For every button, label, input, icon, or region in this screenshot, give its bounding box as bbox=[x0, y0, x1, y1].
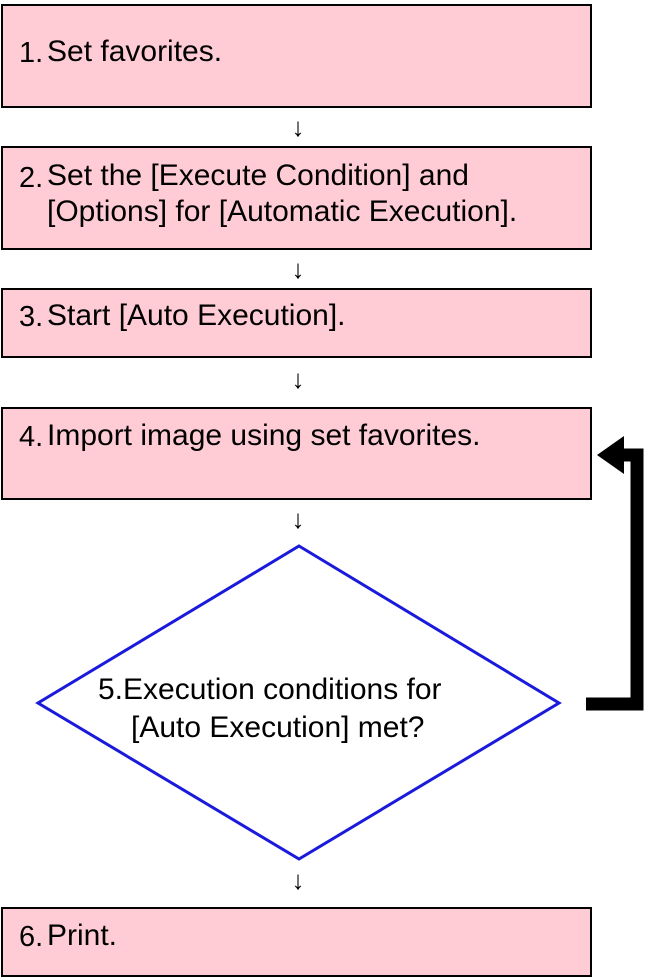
decision-line-1: 5.Execution conditions for bbox=[98, 673, 442, 706]
arrow-5-to-6: ↓ bbox=[291, 865, 305, 895]
step-6-number: 6. bbox=[19, 921, 44, 953]
loop-back-arrowhead bbox=[597, 436, 624, 474]
step-2-box: 2. Set the [Execute Condition] and [Opti… bbox=[1, 146, 592, 250]
step-6-line-1: Print. bbox=[47, 919, 118, 952]
step-6-text: Print. bbox=[47, 918, 117, 954]
step-4-text: Import image using set favorites. bbox=[47, 418, 481, 454]
step-1-number: 1. bbox=[19, 37, 44, 69]
decision-diamond bbox=[35, 544, 562, 861]
decision-line-2: [Auto Execution] met? bbox=[131, 711, 425, 744]
step-1-box: 1. Set favorites. bbox=[1, 4, 592, 108]
decision-text: 5.Execution conditions for [Auto Executi… bbox=[98, 671, 442, 747]
step-4-box: 4. Import image using set favorites. bbox=[1, 407, 592, 500]
step-6-box: 6. Print. bbox=[1, 907, 592, 977]
step-2-line-2: [Options] for [Automatic Execution]. bbox=[47, 195, 518, 228]
step-3-number: 3. bbox=[19, 301, 44, 333]
arrow-4-to-5: ↓ bbox=[291, 504, 305, 534]
arrow-1-to-2: ↓ bbox=[291, 112, 305, 142]
step-2-text: Set the [Execute Condition] and [Options… bbox=[47, 158, 517, 230]
step-2-line-1: Set the [Execute Condition] and bbox=[47, 159, 469, 192]
arrow-3-to-4: ↓ bbox=[291, 364, 305, 394]
step-2-number: 2. bbox=[19, 162, 44, 194]
step-3-text: Start [Auto Execution]. bbox=[47, 298, 346, 334]
step-4-line-1: Import image using set favorites. bbox=[47, 419, 481, 452]
step-4-number: 4. bbox=[19, 421, 44, 453]
step-3-box: 3. Start [Auto Execution]. bbox=[1, 288, 592, 358]
step-3-line-1: Start [Auto Execution]. bbox=[47, 299, 346, 332]
arrow-2-to-3: ↓ bbox=[291, 254, 305, 284]
step-1-line-1: Set favorites. bbox=[47, 35, 223, 68]
loop-back-arrow-line bbox=[586, 448, 644, 711]
step-1-text: Set favorites. bbox=[47, 34, 222, 70]
